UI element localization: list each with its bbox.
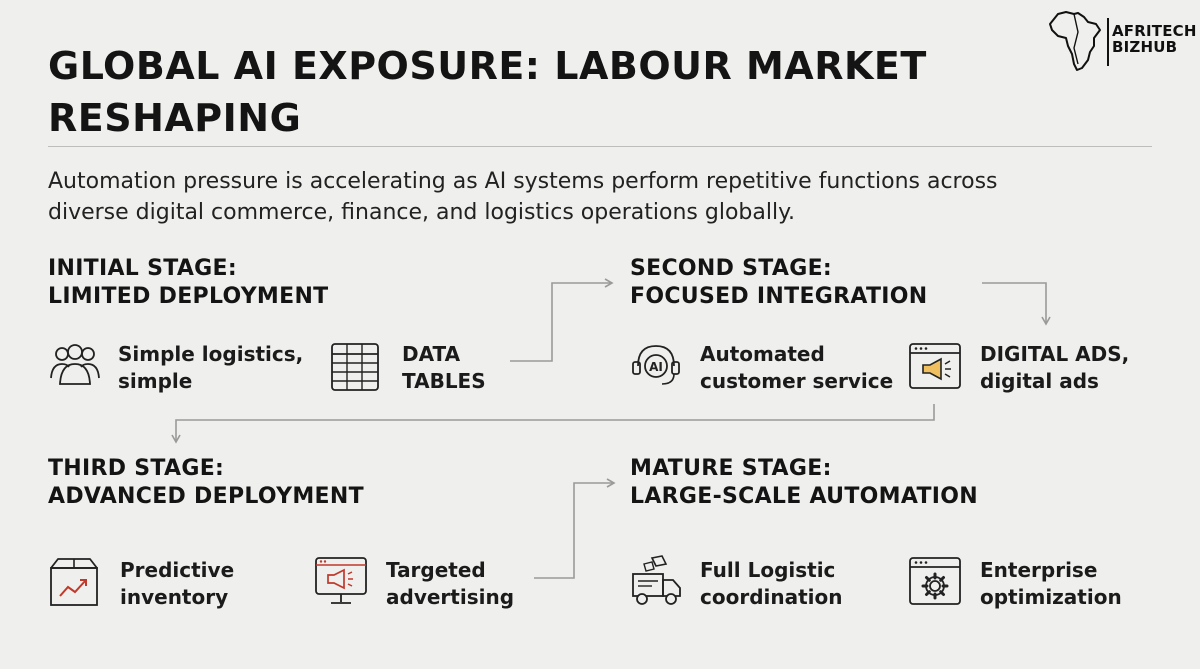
browser-gear-icon bbox=[908, 556, 962, 606]
item-digital-ads: DIGITAL ADS, digital ads bbox=[980, 341, 1129, 395]
item-label-line-2: customer service bbox=[700, 369, 894, 393]
data-table-icon bbox=[330, 342, 380, 392]
item-label-line-1: Full Logistic bbox=[700, 558, 836, 582]
africa-map-logo bbox=[1049, 11, 1109, 71]
connector-stage2-to-stage3 bbox=[171, 404, 935, 444]
item-label-line-1: DATA bbox=[402, 342, 461, 366]
item-label-line-1: Predictive bbox=[120, 558, 235, 582]
item-label-line-2: advertising bbox=[386, 585, 515, 609]
item-label-line-1: Enterprise bbox=[980, 558, 1098, 582]
connector-stage1-to-stage2 bbox=[510, 278, 614, 362]
connector-stage2-to-item bbox=[982, 282, 1051, 326]
item-label-line-2: digital ads bbox=[980, 369, 1099, 393]
item-label-line-2: optimization bbox=[980, 585, 1122, 609]
title-line-2: RESHAPING bbox=[48, 96, 302, 140]
item-enterprise-optimization: Enterprise optimization bbox=[980, 557, 1122, 611]
logo-text-line-2: BIZHUB bbox=[1112, 38, 1178, 56]
header-divider bbox=[48, 146, 1152, 147]
description-line-1: Automation pressure is accelerating as A… bbox=[48, 169, 998, 194]
stage-initial-title: INITIAL STAGE: LIMITED DEPLOYMENT bbox=[48, 255, 328, 311]
item-targeted-advertising: Targeted advertising bbox=[386, 557, 514, 611]
delivery-truck-icon bbox=[630, 554, 684, 608]
item-simple-logistics: Simple logistics, simple bbox=[118, 341, 303, 395]
item-predictive-inventory: Predictive inventory bbox=[120, 557, 234, 611]
monitor-megaphone-icon bbox=[314, 556, 368, 608]
stage-title-line-1: MATURE STAGE: bbox=[630, 456, 832, 481]
stage-title-line-2: LIMITED DEPLOYMENT bbox=[48, 284, 329, 309]
stage-title-line-1: SECOND STAGE: bbox=[630, 256, 833, 281]
stage-title-line-2: FOCUSED INTEGRATION bbox=[630, 284, 928, 309]
stage-title-line-2: LARGE-SCALE AUTOMATION bbox=[630, 484, 978, 509]
stage-title-line-1: INITIAL STAGE: bbox=[48, 256, 237, 281]
stage-second-title: SECOND STAGE: FOCUSED INTEGRATION bbox=[630, 255, 928, 311]
stage-third-title: THIRD STAGE: ADVANCED DEPLOYMENT bbox=[48, 455, 364, 511]
item-data-tables: DATA TABLES bbox=[402, 341, 486, 395]
stage-title-line-1: THIRD STAGE: bbox=[48, 456, 225, 481]
browser-megaphone-icon bbox=[908, 342, 962, 390]
item-label-line-1: DIGITAL ADS, bbox=[980, 342, 1130, 366]
item-label-line-2: coordination bbox=[700, 585, 843, 609]
ai-icon-text: AI bbox=[649, 360, 663, 374]
logo-text-line-1: AFRITECH bbox=[1112, 22, 1197, 40]
page-title: GLOBAL AI EXPOSURE: LABOUR MARKET RESHAP… bbox=[48, 40, 1048, 144]
people-group-icon bbox=[48, 344, 102, 386]
item-label-line-2: simple bbox=[118, 369, 193, 393]
stage-mature-title: MATURE STAGE: LARGE-SCALE AUTOMATION bbox=[630, 455, 978, 511]
item-label-line-2: TABLES bbox=[402, 369, 486, 393]
item-label-line-1: Targeted bbox=[386, 558, 486, 582]
title-line-1: GLOBAL AI EXPOSURE: LABOUR MARKET bbox=[48, 44, 927, 88]
item-full-logistic-coordination: Full Logistic coordination bbox=[700, 557, 843, 611]
item-label-line-2: inventory bbox=[120, 585, 229, 609]
ai-headset-icon: AI bbox=[630, 340, 682, 390]
description: Automation pressure is accelerating as A… bbox=[48, 166, 1158, 228]
item-label-line-1: Automated bbox=[700, 342, 825, 366]
description-line-2: diverse digital commerce, finance, and l… bbox=[48, 200, 795, 225]
box-trend-icon bbox=[48, 556, 100, 608]
stage-title-line-2: ADVANCED DEPLOYMENT bbox=[48, 484, 364, 509]
item-automated-customer-service: Automated customer service bbox=[700, 341, 893, 395]
connector-stage3-to-stage4 bbox=[534, 478, 616, 579]
item-label-line-1: Simple logistics, bbox=[118, 342, 304, 366]
